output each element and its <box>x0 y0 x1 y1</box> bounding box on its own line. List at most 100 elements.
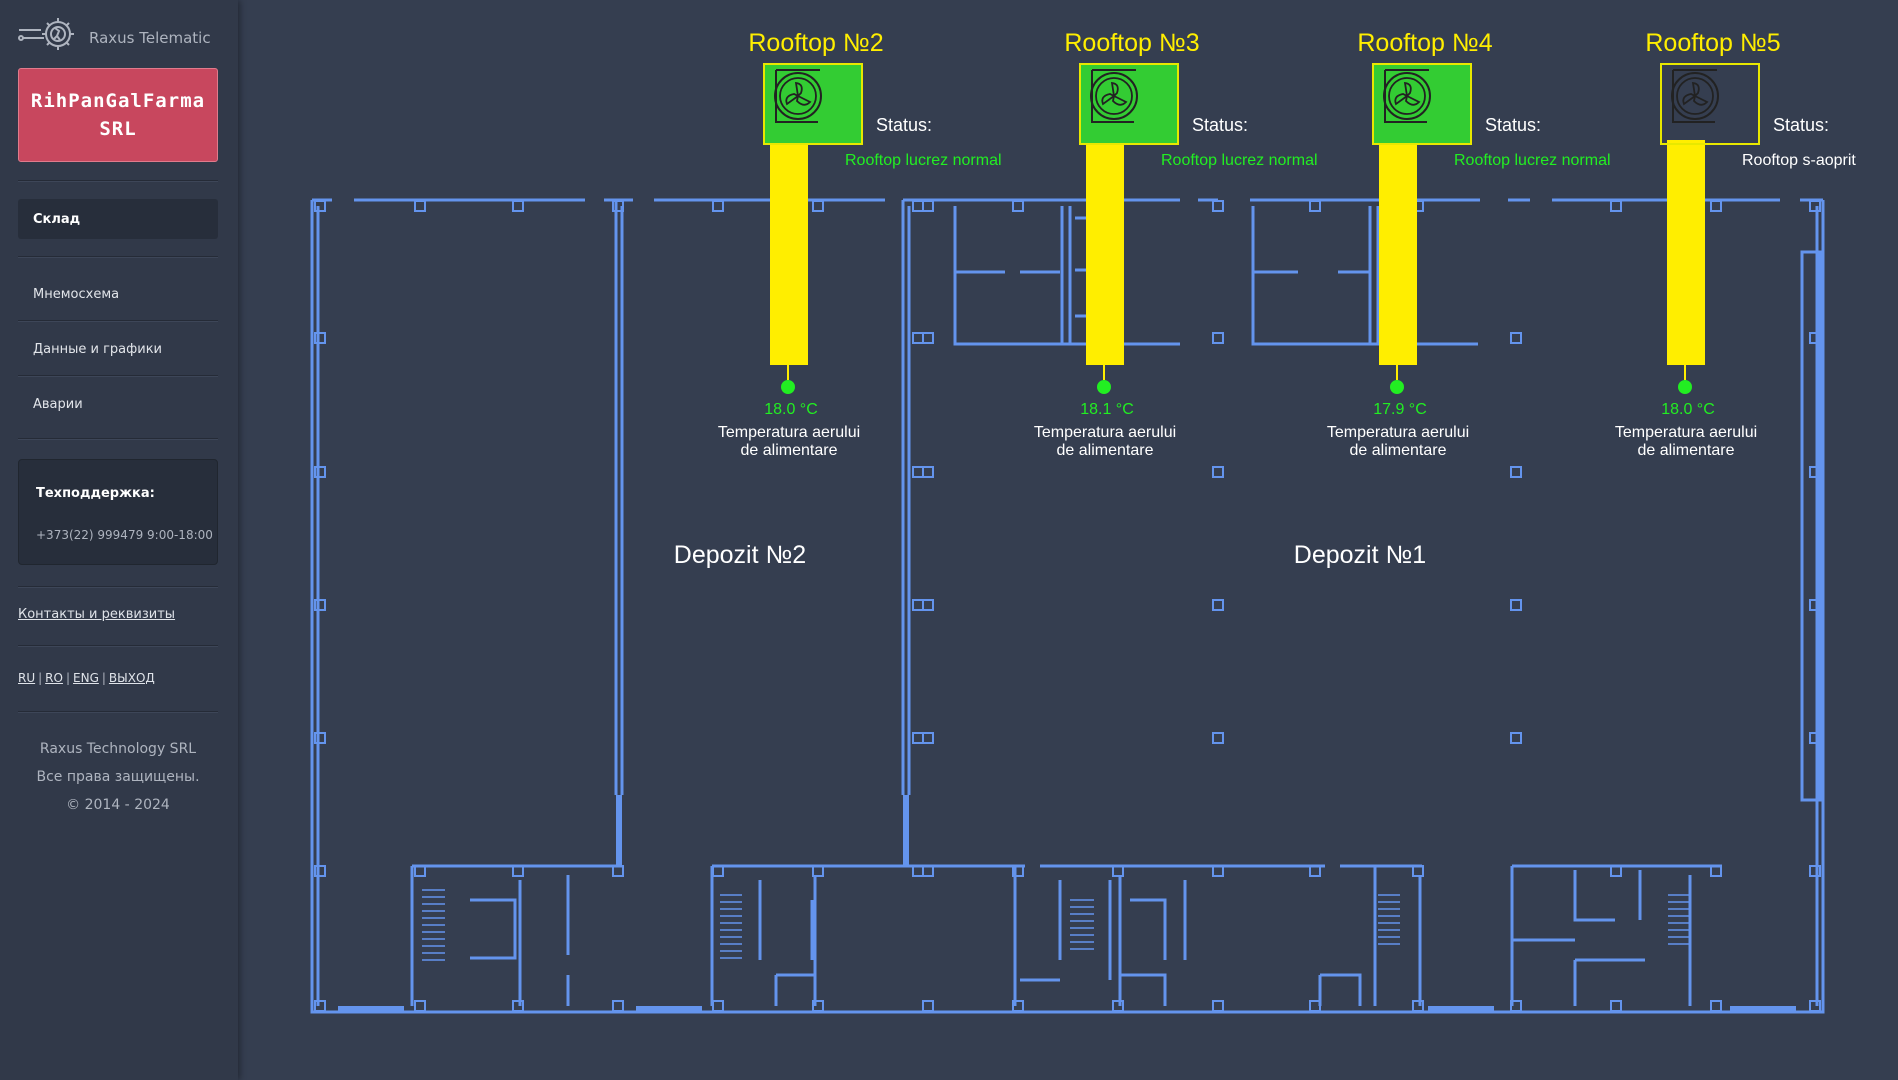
column-marker <box>1012 200 1024 212</box>
status-text: Rooftop lucrez normal <box>1161 152 1318 169</box>
column-marker <box>1510 332 1522 344</box>
column-marker <box>1809 1000 1821 1012</box>
column-marker <box>922 1000 934 1012</box>
air-duct <box>1667 140 1705 365</box>
column-marker <box>912 732 924 744</box>
column-marker <box>314 865 326 877</box>
column-marker <box>1412 1000 1424 1012</box>
lang-ru-link[interactable]: RU <box>18 671 36 685</box>
column-marker <box>812 1000 824 1012</box>
lang-ro-link[interactable]: RO <box>45 671 63 685</box>
column-marker <box>1610 1000 1622 1012</box>
column-marker <box>912 599 924 611</box>
column-marker <box>1710 865 1722 877</box>
column-marker <box>1610 200 1622 212</box>
temperature-label: Temperatura aerului <box>1615 424 1757 441</box>
fan-icon <box>1383 69 1431 123</box>
nav-item-data-charts[interactable]: Данные и графики <box>33 341 163 357</box>
footer-rights: Все права защищены. <box>36 769 200 785</box>
rooftop-unit-box[interactable] <box>1660 63 1760 145</box>
rooftop-unit-box[interactable] <box>1079 63 1179 145</box>
column-marker <box>1212 599 1224 611</box>
brand[interactable]: Raxus Telematic <box>17 14 211 54</box>
logout-link[interactable]: ВЫХОД <box>108 671 155 685</box>
column-marker <box>1809 466 1821 478</box>
column-marker <box>1012 1000 1024 1012</box>
temperature-value: 18.0 °C <box>1661 401 1715 418</box>
column-marker <box>612 1000 624 1012</box>
column-marker <box>922 599 934 611</box>
column-marker <box>1710 1000 1722 1012</box>
temperature-label: de alimentare <box>1057 442 1154 459</box>
column-marker <box>812 200 824 212</box>
column-marker <box>922 200 934 212</box>
rooftop-title: Rooftop №3 <box>1064 29 1199 57</box>
temperature-label: Temperatura aerului <box>1327 424 1469 441</box>
sidebar: Raxus Telematic RihPanGalFarma SRL Склад… <box>0 0 238 1080</box>
status-text: Rooftop s-aoprit <box>1742 152 1856 169</box>
column-marker <box>1112 1000 1124 1012</box>
footer-years: © 2014 - 2024 <box>66 797 170 813</box>
rooftop-unit-box[interactable] <box>1372 63 1472 145</box>
company-name-line1: RihPanGalFarma <box>30 90 206 112</box>
column-marker <box>314 200 326 212</box>
rooftop-unit-5[interactable]: Rooftop №5 Status: Rooftop s-aoprit 18.0 °C… <box>1615 29 1857 459</box>
column-marker <box>1212 332 1224 344</box>
temperature-sensor-dot <box>1678 380 1692 394</box>
building-walls <box>310 198 1825 1014</box>
language-switcher: RU|RO|ENG|ВЫХОД <box>18 671 155 685</box>
support-phone: +373(22) 999479 9:00-18:00 <box>36 528 213 542</box>
column-marker <box>1610 865 1622 877</box>
column-marker <box>1510 1000 1522 1012</box>
column-marker <box>912 332 924 344</box>
column-marker <box>1212 466 1224 478</box>
column-marker <box>1510 599 1522 611</box>
column-marker <box>1710 200 1722 212</box>
fan-icon <box>1090 69 1138 123</box>
column-marker <box>1212 1000 1224 1012</box>
divider <box>18 256 218 258</box>
temperature-value: 18.1 °C <box>1080 401 1134 418</box>
contacts-link[interactable]: Контакты и реквизиты <box>18 607 176 622</box>
temperature-sensor-dot <box>1390 380 1404 394</box>
column-marker <box>922 865 934 877</box>
column-marker <box>314 1000 326 1012</box>
column-marker <box>1212 200 1224 212</box>
column-marker <box>712 865 724 877</box>
column-marker <box>1510 466 1522 478</box>
column-marker <box>812 865 824 877</box>
divider <box>18 180 218 182</box>
divider <box>18 711 218 713</box>
structural-columns <box>314 200 1821 1012</box>
company-name-line2: SRL <box>99 118 137 140</box>
temperature-value: 18.0 °C <box>764 401 818 418</box>
nav-item-alarms[interactable]: Аварии <box>33 396 83 412</box>
rooftop-title: Rooftop №5 <box>1645 29 1780 57</box>
temperature-value: 17.9 °C <box>1373 401 1427 418</box>
divider <box>18 645 218 647</box>
temperature-label: Temperatura aerului <box>718 424 860 441</box>
nav-item-mnemoscheme[interactable]: Мнемосхема <box>33 286 120 302</box>
column-marker <box>1112 865 1124 877</box>
column-marker <box>1809 732 1821 744</box>
nav-item-sklad[interactable]: Склад <box>18 199 218 239</box>
status-text: Rooftop lucrez normal <box>845 152 1002 169</box>
rooftop-unit-box[interactable] <box>763 63 863 145</box>
temperature-label: de alimentare <box>1638 442 1735 459</box>
column-marker <box>414 200 426 212</box>
air-duct <box>1379 140 1417 365</box>
column-marker <box>512 1000 524 1012</box>
temperature-label: de alimentare <box>1350 442 1447 459</box>
fan-icon <box>774 69 822 123</box>
column-marker <box>912 466 924 478</box>
zone-label-depozit-1: Depozit №1 <box>1294 541 1426 569</box>
footer-company: Raxus Technology SRL <box>39 741 197 757</box>
lang-eng-link[interactable]: ENG <box>73 671 99 685</box>
status-label: Status: <box>1773 115 1829 135</box>
column-marker <box>1809 332 1821 344</box>
